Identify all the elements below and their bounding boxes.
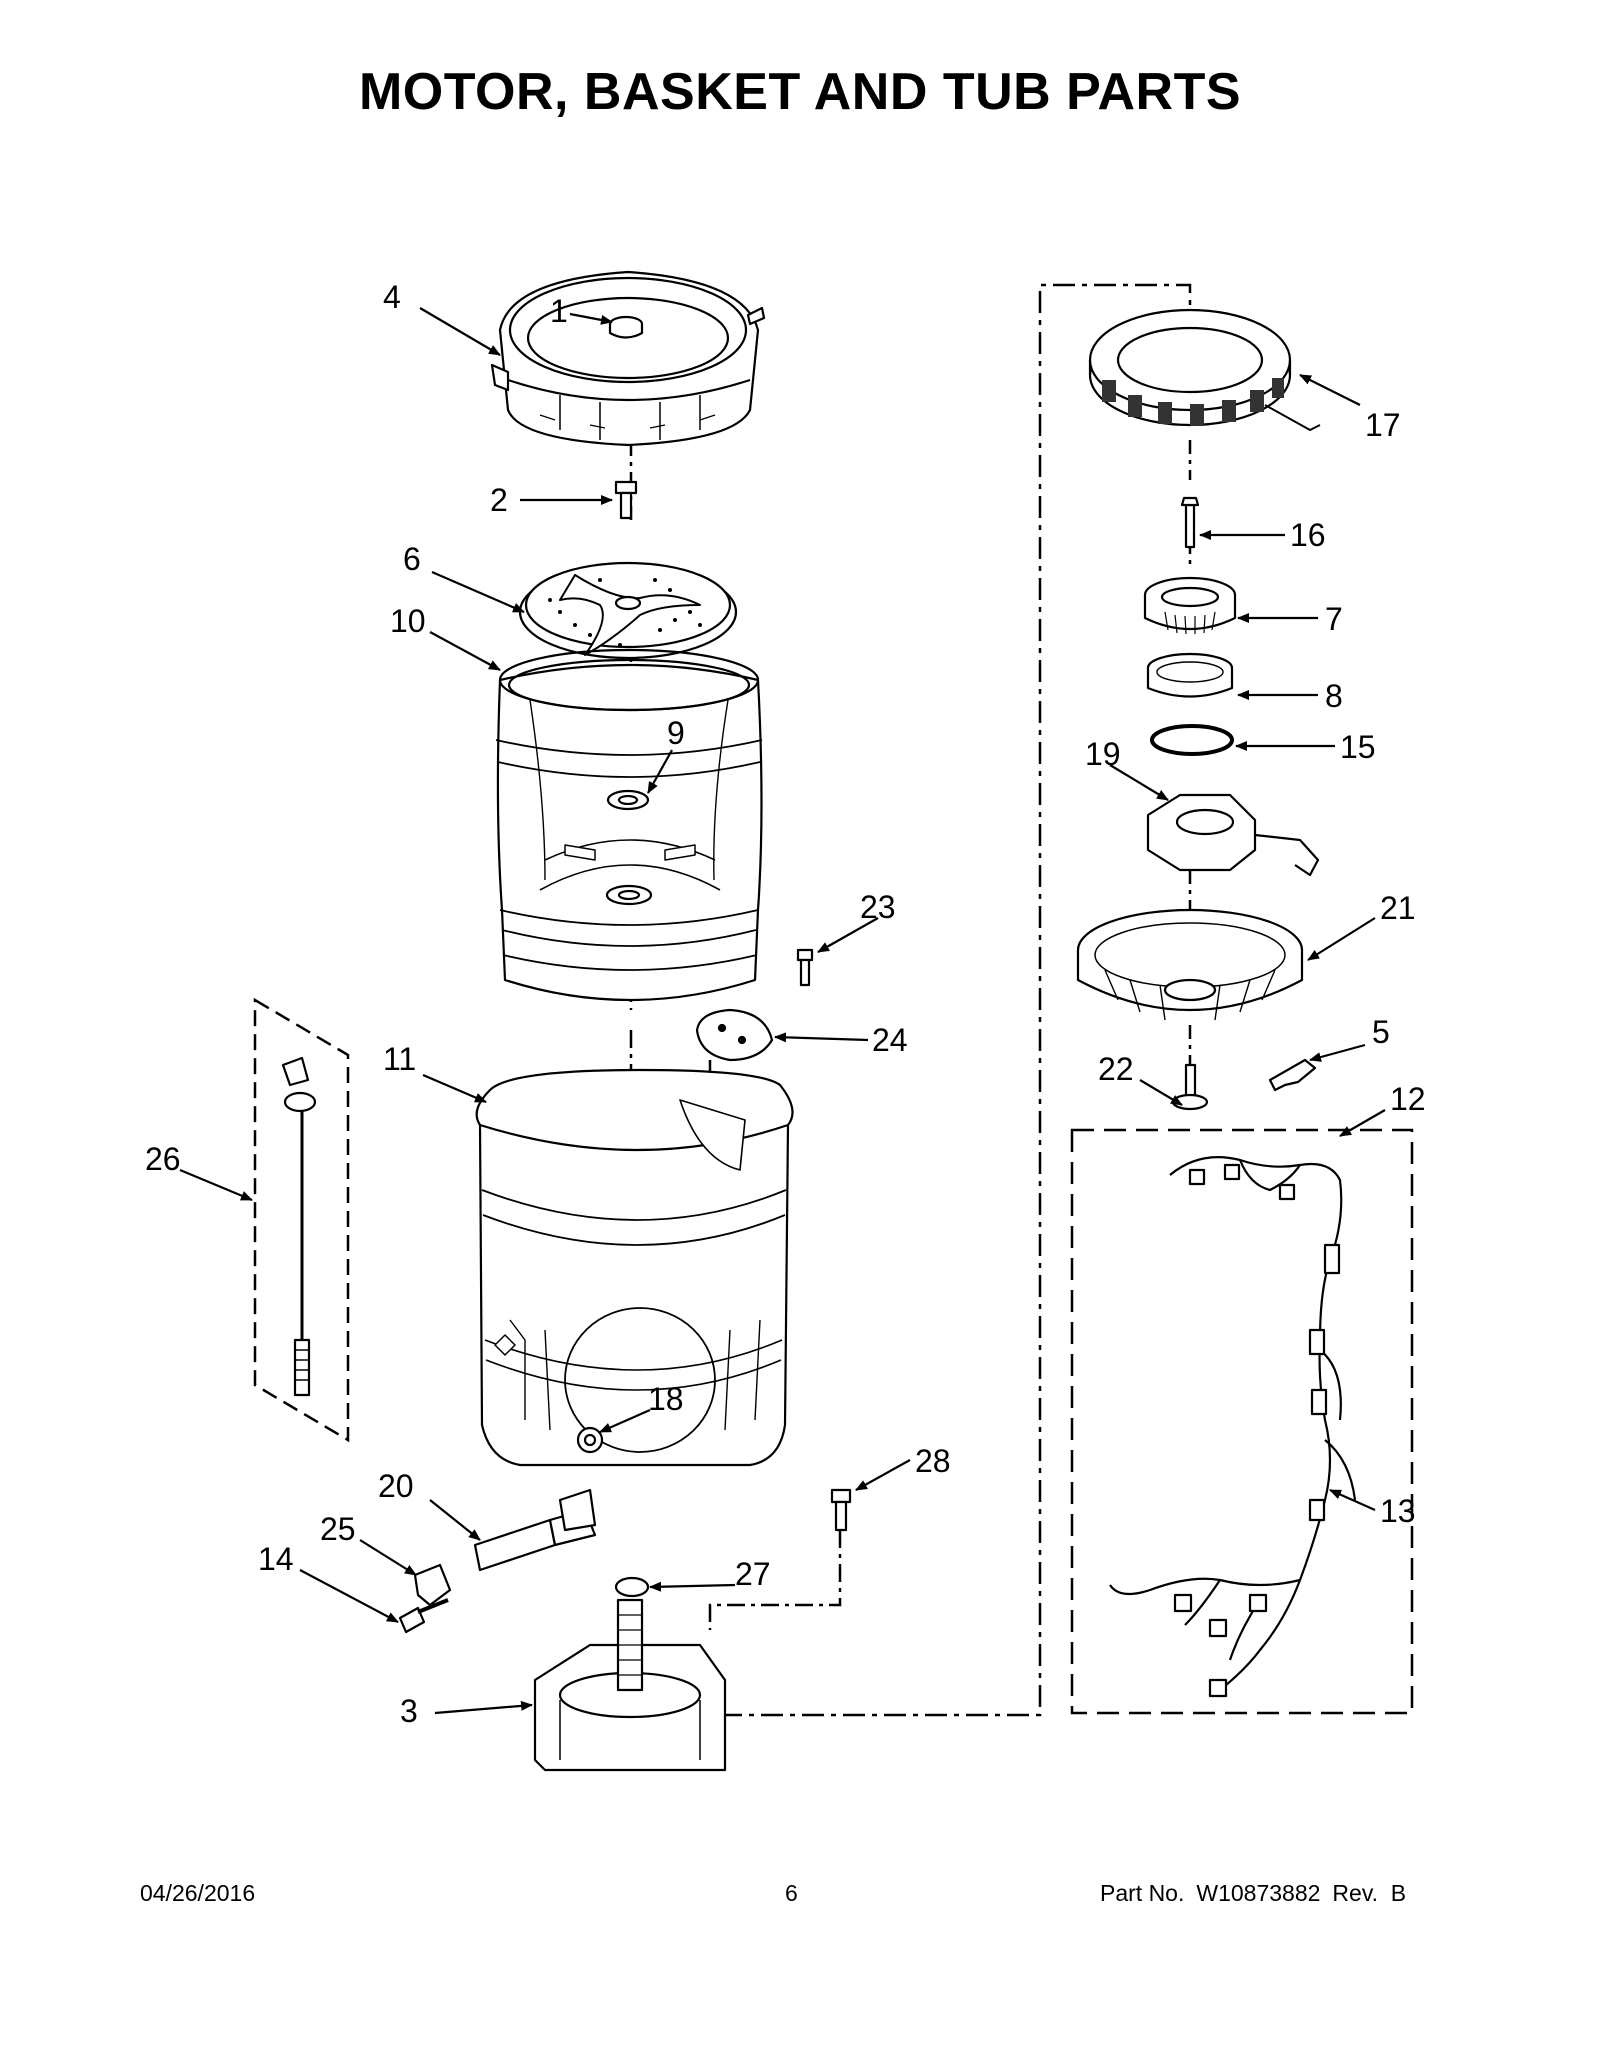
footer-part-info: Part No. W10873882 Rev. B <box>1100 1880 1418 1907</box>
part-28-screw <box>830 1488 852 1532</box>
callout-27: 27 <box>735 1556 771 1592</box>
callout-16: 16 <box>1290 517 1326 553</box>
callout-8: 8 <box>1325 678 1343 714</box>
callout-26: 26 <box>145 1141 181 1177</box>
part-13-wire-harness <box>1109 1156 1357 1698</box>
callout-21: 21 <box>1380 890 1416 926</box>
part-23-screw <box>796 948 814 987</box>
part-6-impeller <box>518 561 738 660</box>
part-3-mounting-plate <box>533 1598 727 1772</box>
part-7-bearing <box>1143 576 1237 635</box>
part-25-bracket <box>413 1563 452 1607</box>
callout-28: 28 <box>915 1443 951 1479</box>
callout-25: 25 <box>320 1511 356 1547</box>
callout-19: 19 <box>1085 736 1121 772</box>
callout-14: 14 <box>258 1541 294 1577</box>
callout-5: 5 <box>1372 1014 1390 1050</box>
part-5-bracket <box>1268 1058 1317 1092</box>
callout-4: 4 <box>383 279 401 315</box>
part-4-balance-ring <box>490 270 766 447</box>
part-11-outer-tub <box>475 1068 794 1467</box>
callout-17: 17 <box>1365 407 1401 443</box>
callout-20: 20 <box>378 1468 414 1504</box>
part-2-bolt <box>614 480 638 520</box>
callout-10: 10 <box>390 603 426 639</box>
part-21-rotor <box>1076 908 1304 1021</box>
part-24-shield <box>695 1008 774 1062</box>
footer-part-label: Part No. <box>1100 1880 1185 1906</box>
footer-page-number: 6 <box>785 1880 798 1906</box>
footer-revision: Rev. B <box>1332 1880 1407 1906</box>
callout-1: 1 <box>550 293 568 329</box>
part-1-cap <box>608 315 644 339</box>
footer-date: 04/26/2016 <box>140 1880 256 1906</box>
part-18-grommet <box>576 1426 604 1454</box>
callout-13: 13 <box>1380 1493 1416 1529</box>
part-27-washer <box>614 1576 650 1598</box>
part-15-ring <box>1150 724 1234 756</box>
callout-24: 24 <box>872 1022 908 1058</box>
callout-23: 23 <box>860 889 896 925</box>
part-17-stator <box>1088 308 1321 431</box>
part-20-heater <box>473 1488 597 1572</box>
part-14-screw <box>398 1598 449 1634</box>
part-9-hub <box>606 789 650 811</box>
page-title: MOTOR, BASKET AND TUB PARTS <box>358 63 1242 121</box>
footer-part-number: W10873882 <box>1196 1880 1321 1906</box>
callout-6: 6 <box>403 541 421 577</box>
callout-7: 7 <box>1325 601 1343 637</box>
callout-11: 11 <box>383 1041 416 1077</box>
part-8-retainer <box>1146 652 1234 698</box>
part-19-housing <box>1146 793 1320 877</box>
part-16-bolt <box>1180 496 1200 549</box>
callout-12: 12 <box>1390 1081 1426 1117</box>
callout-15: 15 <box>1340 729 1376 765</box>
part-26-pressure-hose <box>281 1056 317 1397</box>
callout-22: 22 <box>1098 1051 1134 1087</box>
callout-18: 18 <box>648 1381 684 1417</box>
part-10-basket <box>495 648 763 1002</box>
callout-2: 2 <box>490 482 508 518</box>
callout-3: 3 <box>400 1693 418 1729</box>
callout-9: 9 <box>667 715 685 751</box>
